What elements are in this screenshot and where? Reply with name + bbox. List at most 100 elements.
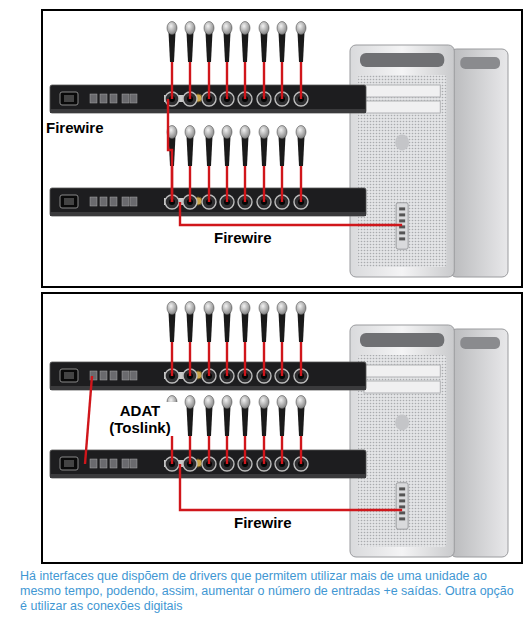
mic-handle [242, 32, 249, 62]
power-socket [64, 95, 74, 102]
mic-head [259, 302, 269, 315]
mic-cable [171, 60, 173, 99]
port [130, 459, 137, 468]
mic-head [277, 396, 287, 409]
tower-port [399, 487, 405, 490]
mic-head [296, 302, 306, 315]
mic-handle [206, 312, 213, 342]
mic-cable [208, 60, 210, 99]
drive-bay [364, 101, 440, 113]
mic-handle [242, 406, 249, 436]
microphone [259, 22, 269, 100]
tower-port [399, 213, 405, 216]
mic-head [185, 302, 195, 315]
mic-handle [279, 312, 286, 342]
mic-cable [208, 164, 210, 202]
power-inlet [60, 457, 78, 470]
mic-head [222, 396, 232, 409]
microphone [167, 302, 177, 377]
mic-cable [263, 434, 265, 464]
mic-handle [169, 32, 176, 62]
mic-cable [263, 60, 265, 99]
microphone [296, 22, 306, 100]
mic-handle [261, 312, 268, 342]
microphone [259, 396, 269, 465]
microphone [185, 302, 195, 377]
mic-cable [171, 434, 173, 464]
caption-text: Há interfaces que dispõem de drivers que… [20, 569, 516, 614]
mic-head [277, 302, 287, 315]
microphone [204, 302, 214, 377]
mic-handle [224, 32, 231, 62]
mic-handle [242, 312, 249, 342]
mic-cable [226, 340, 228, 376]
tower-port [399, 231, 405, 234]
mic-cable [281, 340, 283, 376]
mic-cable [244, 434, 246, 464]
mic-cable [171, 340, 173, 376]
microphone [240, 396, 250, 465]
mic-head [222, 126, 232, 139]
mic-handle [206, 32, 213, 62]
tower-port [399, 511, 405, 514]
mic-cable [263, 164, 265, 202]
mic-head [296, 396, 306, 409]
mic-head [240, 22, 250, 35]
firewire-cable [168, 99, 172, 202]
mic-cable [244, 60, 246, 99]
mic-handle [279, 406, 286, 436]
wire-label: Firewire [212, 229, 274, 246]
mic-handle [169, 312, 176, 342]
port [110, 459, 117, 468]
port [110, 197, 117, 206]
drive-bay [364, 365, 440, 377]
mic-cable [281, 60, 283, 99]
interface-edge [50, 474, 366, 478]
mic-cable [281, 164, 283, 202]
power-inlet [60, 369, 78, 382]
tower-port [399, 493, 405, 496]
microphone [204, 126, 214, 203]
mic-cable [300, 60, 302, 99]
microphone [185, 22, 195, 100]
port [122, 371, 129, 380]
mic-head [259, 396, 269, 409]
microphone [277, 22, 287, 100]
mic-head [277, 126, 287, 139]
microphone [277, 126, 287, 203]
mic-head [167, 22, 177, 35]
mic-cable [244, 340, 246, 376]
mic-head [204, 22, 214, 35]
microphone [185, 396, 195, 465]
tower-handle-side [460, 337, 500, 349]
port [122, 197, 129, 206]
mic-handle [187, 32, 194, 62]
power-socket [64, 198, 74, 205]
port [90, 197, 97, 206]
port [130, 197, 137, 206]
mic-cable [226, 164, 228, 202]
mic-cable [281, 434, 283, 464]
wire-label: Firewire [232, 514, 294, 531]
tower-handle [360, 53, 444, 67]
port [90, 94, 97, 103]
microphone [296, 396, 306, 465]
tower-front [350, 45, 454, 277]
port [122, 94, 129, 103]
mic-handle [242, 136, 249, 166]
tower-port [399, 499, 405, 502]
mic-handle [279, 136, 286, 166]
tower-side [450, 49, 508, 277]
mic-head [259, 126, 269, 139]
mic-head [167, 302, 177, 315]
firewire-cable [180, 464, 402, 510]
power-inlet [60, 195, 78, 208]
tower-front [350, 325, 454, 557]
tower-port [399, 237, 405, 240]
mic-cable [208, 434, 210, 464]
port-panel [396, 483, 408, 529]
mic-handle [224, 406, 231, 436]
mic-cable [208, 340, 210, 376]
mic-head [240, 126, 250, 139]
